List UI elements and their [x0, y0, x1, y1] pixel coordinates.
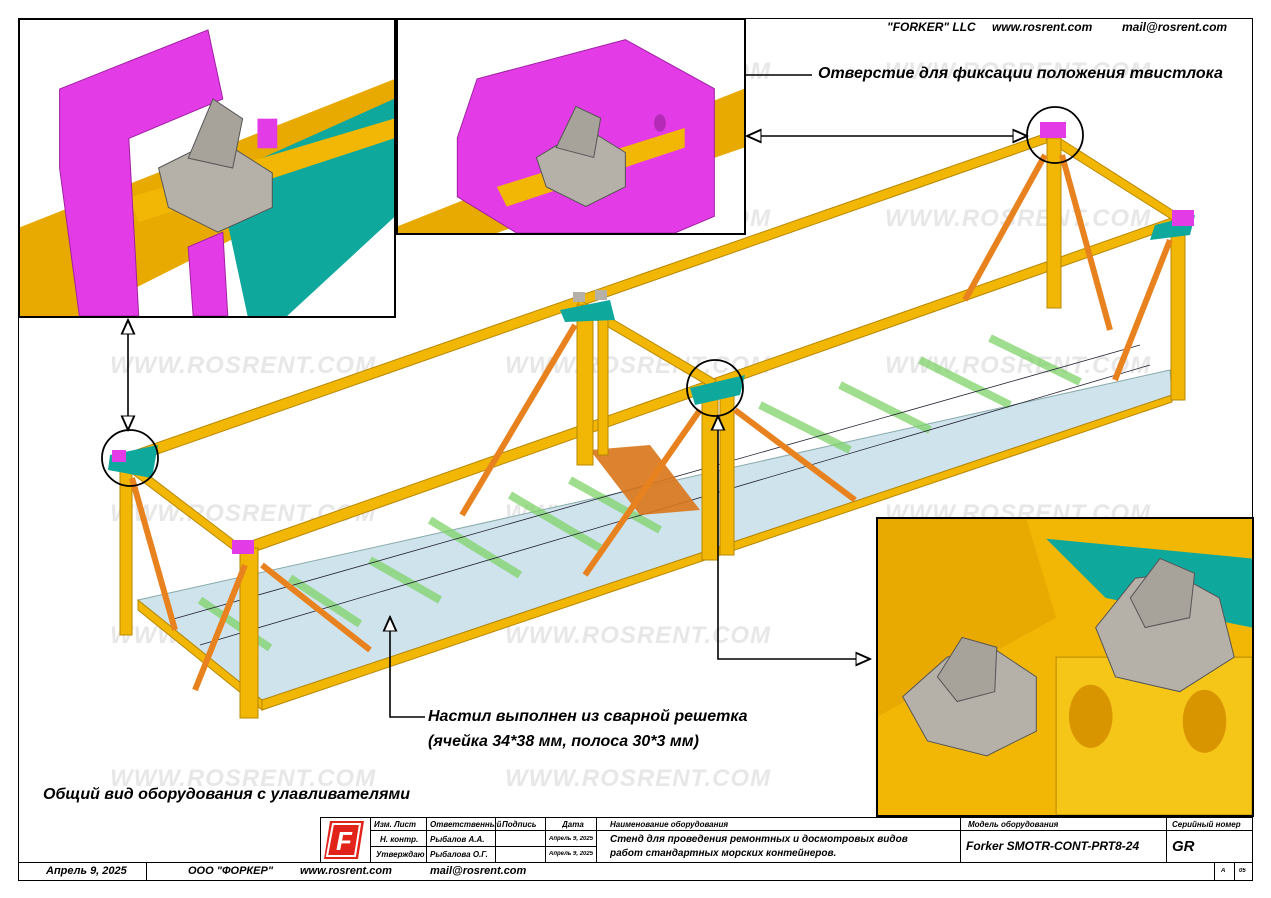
forker-logo: F — [324, 821, 364, 859]
header-company: "FORKER" LLC — [887, 20, 976, 34]
row1-name: Рыбалов А.А. — [430, 835, 485, 844]
row2-date: Апрель 9, 2025 — [549, 851, 594, 857]
equipment-model: Forker SMOTR-CONT-PRT8-24 — [966, 839, 1140, 853]
middle-panel — [590, 445, 700, 515]
th-responsible: Ответственный — [430, 820, 502, 829]
header-website[interactable]: www.rosrent.com — [992, 20, 1093, 34]
header-email[interactable]: mail@rosrent.com — [1122, 20, 1228, 34]
serial-number: GR — [1172, 838, 1195, 855]
th-equipment-model: Модель оборудования — [968, 820, 1059, 829]
row2-name: Рыбалова О.Г. — [430, 850, 488, 859]
footer-email[interactable]: mail@rosrent.com — [430, 865, 527, 877]
note-deck-line1: Настил выполнен из сварной решетка — [428, 708, 748, 725]
inset-detail-left — [18, 18, 396, 318]
th-signature: Подпись — [502, 820, 537, 829]
footer-website[interactable]: www.rosrent.com — [300, 865, 392, 877]
th-equipment-name: Наименование оборудования — [610, 820, 729, 829]
note-deck-line2: (ячейка 34*38 мм, полоса 30*3 мм) — [428, 733, 699, 750]
row1-role: Н. контр. — [380, 835, 419, 844]
row1-date: Апрель 9, 2025 — [549, 836, 594, 842]
note-general-view: Общий вид оборудования с улавливателями — [43, 786, 411, 803]
th-serial-number: Серийный номер — [1172, 820, 1241, 829]
footer-date: Апрель 9, 2025 — [46, 865, 127, 877]
inset-detail-top — [396, 18, 746, 235]
arrow-deck-note — [390, 617, 425, 718]
arrow-bottom-inset — [718, 416, 870, 659]
th-date: Дата — [562, 820, 584, 829]
corner-castings — [108, 122, 1195, 554]
sheet-letter: A — [1221, 868, 1226, 874]
equipment-name-line2: работ стандартных морских контейнеров. — [610, 848, 837, 859]
footer-bar — [18, 862, 1253, 881]
logo-letter: F — [336, 826, 353, 856]
footer-company: ООО "ФОРКЕР" — [188, 865, 274, 877]
title-block — [320, 817, 1253, 862]
inset-detail-bottom — [876, 517, 1254, 817]
sheet-number: 05 — [1239, 868, 1246, 874]
equipment-name-line1: Стенд для проведения ремонтных и досмотр… — [610, 834, 908, 845]
note-twistlock-hole: Отверстие для фиксации положения твистло… — [818, 65, 1223, 82]
row2-role: Утверждаю — [376, 850, 425, 859]
th-sheet-change: Изм. Лист — [374, 820, 417, 829]
